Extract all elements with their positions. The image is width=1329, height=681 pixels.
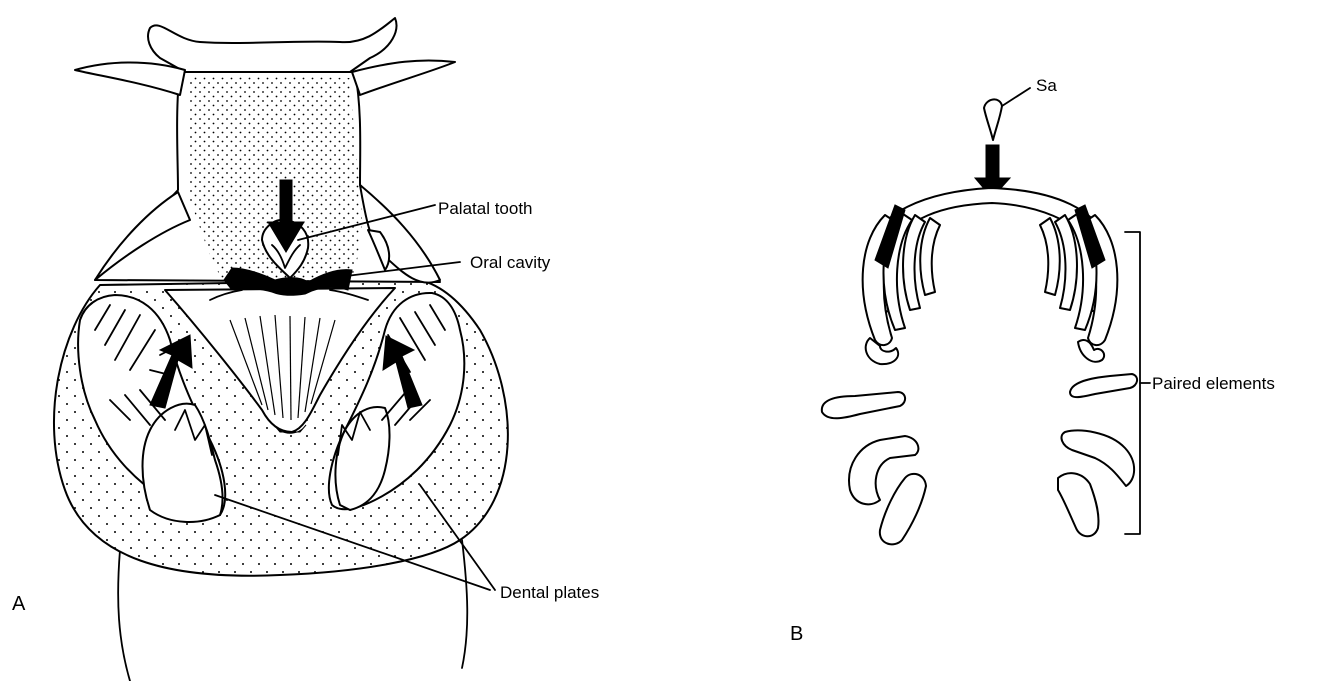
label-dental-plates: Dental plates <box>500 583 599 602</box>
panel-letter-a: A <box>12 593 26 615</box>
panel-b-drawing: Sa <box>790 76 1275 645</box>
label-sa: Sa <box>1036 76 1057 95</box>
paired-element-right-blade <box>1058 473 1099 536</box>
head-cap <box>148 18 396 72</box>
label-paired-elements: Paired elements <box>1152 374 1275 393</box>
body-outline-right <box>462 540 467 668</box>
label-oral-cavity: Oral cavity <box>470 253 551 272</box>
paired-element-left-blade <box>880 474 926 544</box>
sa-element <box>984 99 1002 140</box>
barbel-left-top <box>75 63 185 96</box>
leader-sa <box>1002 88 1030 106</box>
panel-a-drawing: Palatal tooth Oral cavity Dental plates … <box>12 18 599 681</box>
paired-element-right-rod <box>1070 374 1137 397</box>
paired-element-right-arch <box>1040 205 1117 362</box>
paired-element-left-rod <box>822 392 905 418</box>
paired-element-left-arch <box>863 205 940 364</box>
panel-letter-b: B <box>790 623 803 645</box>
label-palatal-tooth: Palatal tooth <box>438 199 533 218</box>
barbel-right-top <box>352 60 455 95</box>
body-outline-left <box>118 550 130 681</box>
